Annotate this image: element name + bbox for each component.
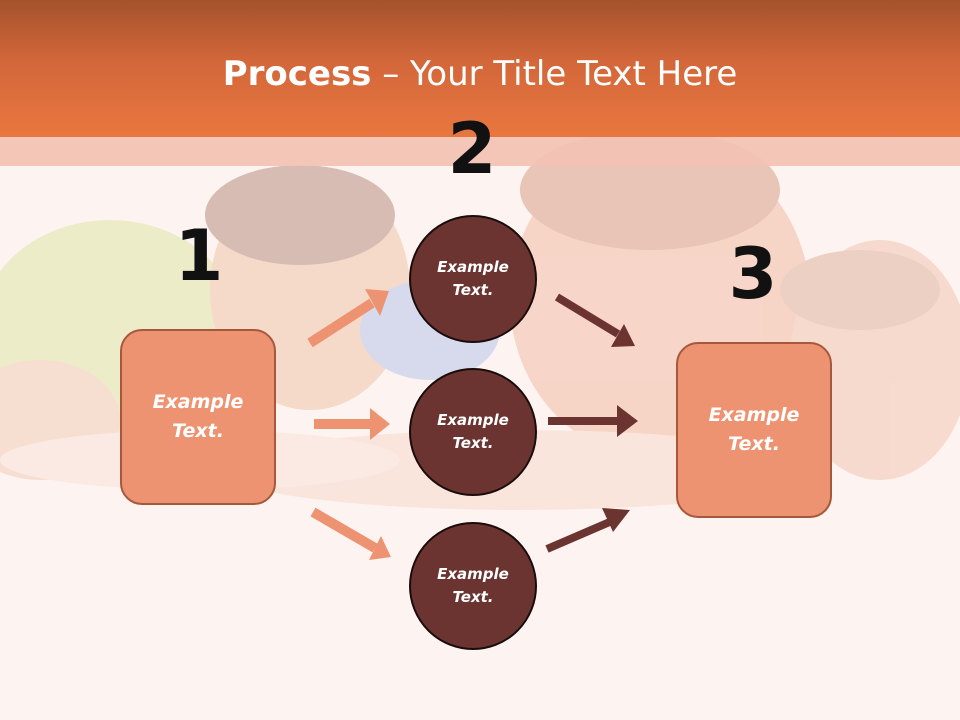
start-box-line1: Example <box>152 391 244 413</box>
title-rest: – Your Title Text Here <box>371 54 738 94</box>
arrow-left-to-bottom <box>310 507 391 560</box>
arrow-left-to-middle <box>314 408 390 440</box>
end-box-line2: Text. <box>728 433 780 455</box>
header-band <box>0 137 960 166</box>
circle-top-line1: Example <box>437 258 509 276</box>
circle-middle: Example Text. <box>409 368 537 496</box>
arrow-middle-to-right <box>548 405 638 437</box>
circle-top: Example Text. <box>409 215 537 343</box>
end-box-line1: Example <box>708 404 800 426</box>
start-box-line2: Text. <box>172 420 224 442</box>
circle-bottom-line2: Text. <box>452 588 494 606</box>
start-box: Example Text. <box>120 329 276 505</box>
circle-top-line2: Text. <box>452 281 494 299</box>
arrow-bottom-to-right <box>545 508 630 553</box>
slide-title: Process – Your Title Text Here <box>0 52 960 96</box>
circle-bottom: Example Text. <box>409 522 537 650</box>
title-bold: Process <box>222 54 372 94</box>
circle-bottom-line1: Example <box>437 565 509 583</box>
circle-middle-line1: Example <box>437 411 509 429</box>
header-bar <box>0 0 960 137</box>
circle-middle-line2: Text. <box>452 434 494 452</box>
arrow-left-to-top <box>307 289 389 348</box>
step-number-1: 1 <box>174 215 224 297</box>
step-number-3: 3 <box>728 233 778 315</box>
step-number-2: 2 <box>447 108 497 190</box>
arrow-top-to-right <box>554 293 635 347</box>
end-box: Example Text. <box>676 342 832 518</box>
